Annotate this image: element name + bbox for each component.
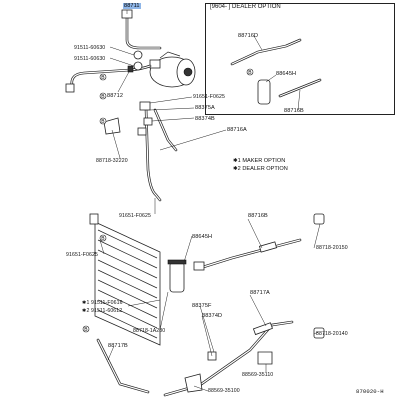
part-label-88375a[interactable]: 88375A — [195, 105, 215, 111]
part-label-91651-f0625-a[interactable]: 91651-F0625 — [193, 94, 225, 100]
svg-text:B: B — [101, 75, 105, 81]
svg-text:B: B — [248, 70, 252, 76]
liquid-pipe-88716a — [137, 101, 178, 202]
part-label-91511-60630-a[interactable]: 91511-60630 — [74, 45, 106, 51]
part-label-88716a[interactable]: 88716A — [227, 127, 247, 133]
part-label-88712[interactable]: 88712 — [107, 93, 124, 99]
part-label-88716b[interactable]: 88716B — [248, 213, 268, 219]
diagram-code: 870020-H — [356, 388, 384, 395]
part-label-88718-20140[interactable]: 88718-20140 — [316, 331, 348, 337]
part-label-88718-32220[interactable]: 88718-32220 — [96, 158, 128, 164]
part-label-91651-f0625-c[interactable]: 91651-F0625 — [66, 252, 98, 258]
part-label-88569-35110[interactable]: 88569-35110 — [242, 372, 274, 378]
part-label-88716b-option[interactable]: 88716B — [284, 108, 304, 114]
part-label-91511-60612[interactable]: ✱2 91511-60612 — [82, 308, 123, 314]
receiver-dryer — [167, 259, 187, 293]
part-label-88645h-option[interactable]: 88645H — [276, 71, 297, 77]
clamp-88718-20140 — [313, 327, 325, 339]
part-label-88374b[interactable]: 88374B — [195, 116, 215, 122]
part-label-88717b[interactable]: 88717B — [108, 343, 128, 349]
note-dealer-option: ✱2 DEALER OPTION — [233, 166, 288, 172]
leader-lines — [99, 10, 321, 392]
condenser — [89, 213, 161, 346]
part-label-88717a[interactable]: 88717A — [250, 290, 270, 296]
part-label-88711[interactable]: 88711 — [123, 3, 141, 9]
svg-text:B: B — [101, 119, 105, 125]
part-label-88645h[interactable]: 88645H — [192, 234, 213, 240]
svg-text:B: B — [101, 94, 105, 100]
svg-text:B: B — [84, 327, 88, 333]
pipe-88716b — [193, 238, 302, 271]
dealer-option-frame — [205, 3, 395, 115]
clamp-88718-32220 — [103, 117, 121, 135]
bracket-88569-35100 — [184, 373, 203, 393]
part-label-91511-60630-b[interactable]: 91511-60630 — [74, 56, 106, 62]
part-label-88718-20150[interactable]: 88718-20150 — [316, 245, 348, 251]
note-maker-option: ✱1 MAKER OPTION — [233, 158, 286, 164]
option-drier-88645h — [257, 79, 271, 105]
part-label-88375f[interactable]: 88375F — [192, 303, 212, 309]
discharge-hose-88711 — [121, 9, 162, 50]
pipe-88717b — [96, 338, 150, 394]
bracket-88569-35110 — [257, 351, 273, 365]
clamp-88718-20150 — [313, 213, 325, 225]
part-label-91651-f0625-b[interactable]: 91651-F0625 — [119, 213, 151, 219]
suction-hose-88712 — [65, 50, 152, 93]
callout-b-marker: B B B B B B — [82, 68, 254, 333]
part-label-88374d[interactable]: 88374D — [202, 313, 223, 319]
part-label-88718-1a280[interactable]: 88718-1A280 — [133, 328, 166, 334]
dealer-option-title: [9604- ] DEALER OPTION — [210, 4, 281, 10]
pipe-88717a — [163, 320, 294, 397]
compressor — [149, 51, 196, 88]
part-label-88716d[interactable]: 88716D — [238, 33, 259, 39]
part-label-91511-f0616[interactable]: ✱1 91511-F0616 — [82, 300, 123, 306]
part-label-88569-35100[interactable]: 88569-35100 — [208, 388, 240, 394]
option-notes: ✱1 MAKER OPTION ✱2 DEALER OPTION — [233, 157, 288, 173]
svg-text:B: B — [101, 236, 105, 242]
option-pipe-88716d — [230, 38, 302, 66]
option-pipe-88716b — [278, 78, 322, 98]
